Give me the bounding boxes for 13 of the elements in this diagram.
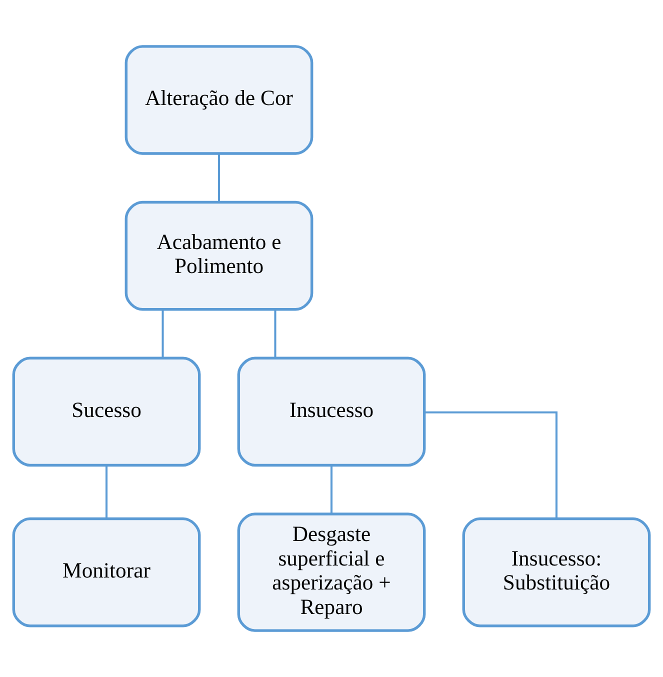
connector	[162, 309, 164, 358]
node-box: Sucesso	[12, 356, 201, 467]
connector	[218, 154, 220, 202]
connector	[330, 466, 333, 514]
connector	[106, 466, 108, 518]
connector	[424, 411, 558, 519]
connector	[274, 309, 276, 358]
node-box: Desgaste superficial e asperização + Reparo	[237, 512, 426, 632]
node-box: Insucesso: Substituição	[462, 517, 651, 628]
node-box: Alteração de Cor	[124, 45, 314, 155]
node-box: Insucesso	[237, 356, 426, 467]
node-box: Monitorar	[12, 517, 201, 628]
node-box: Acabamento e Polimento	[124, 200, 314, 311]
